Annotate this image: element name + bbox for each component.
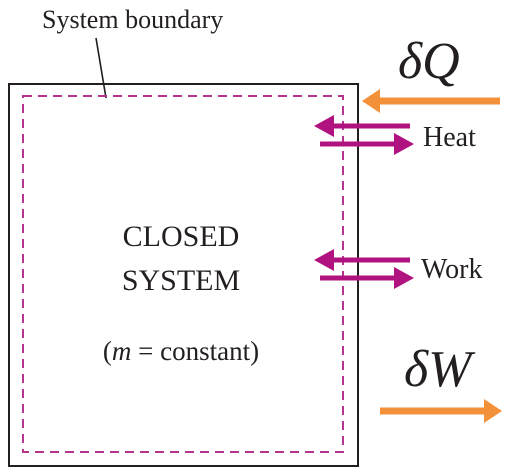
mass-symbol: m (112, 336, 132, 366)
system-title-line2: SYSTEM (122, 264, 240, 297)
work-symbol: δW (404, 341, 476, 398)
heat-symbol: δQ (398, 33, 460, 90)
boundary-leader-line (95, 37, 107, 99)
mass-constant-note: (m = constant) (103, 336, 259, 366)
work-label: Work (421, 254, 483, 285)
arrow-left-icon (362, 89, 500, 113)
double-arrow-icon (314, 115, 414, 155)
boundary-label: System boundary (42, 5, 223, 34)
heat-label: Heat (423, 122, 476, 153)
mass-open-paren: ( (103, 336, 112, 366)
double-arrow-icon (314, 249, 414, 289)
system-title-line1: CLOSED (123, 220, 240, 253)
system-outer-wall (8, 83, 359, 467)
arrow-right-icon (380, 399, 502, 423)
system-boundary-dashed (22, 95, 344, 453)
mass-relation: = constant) (131, 336, 259, 366)
